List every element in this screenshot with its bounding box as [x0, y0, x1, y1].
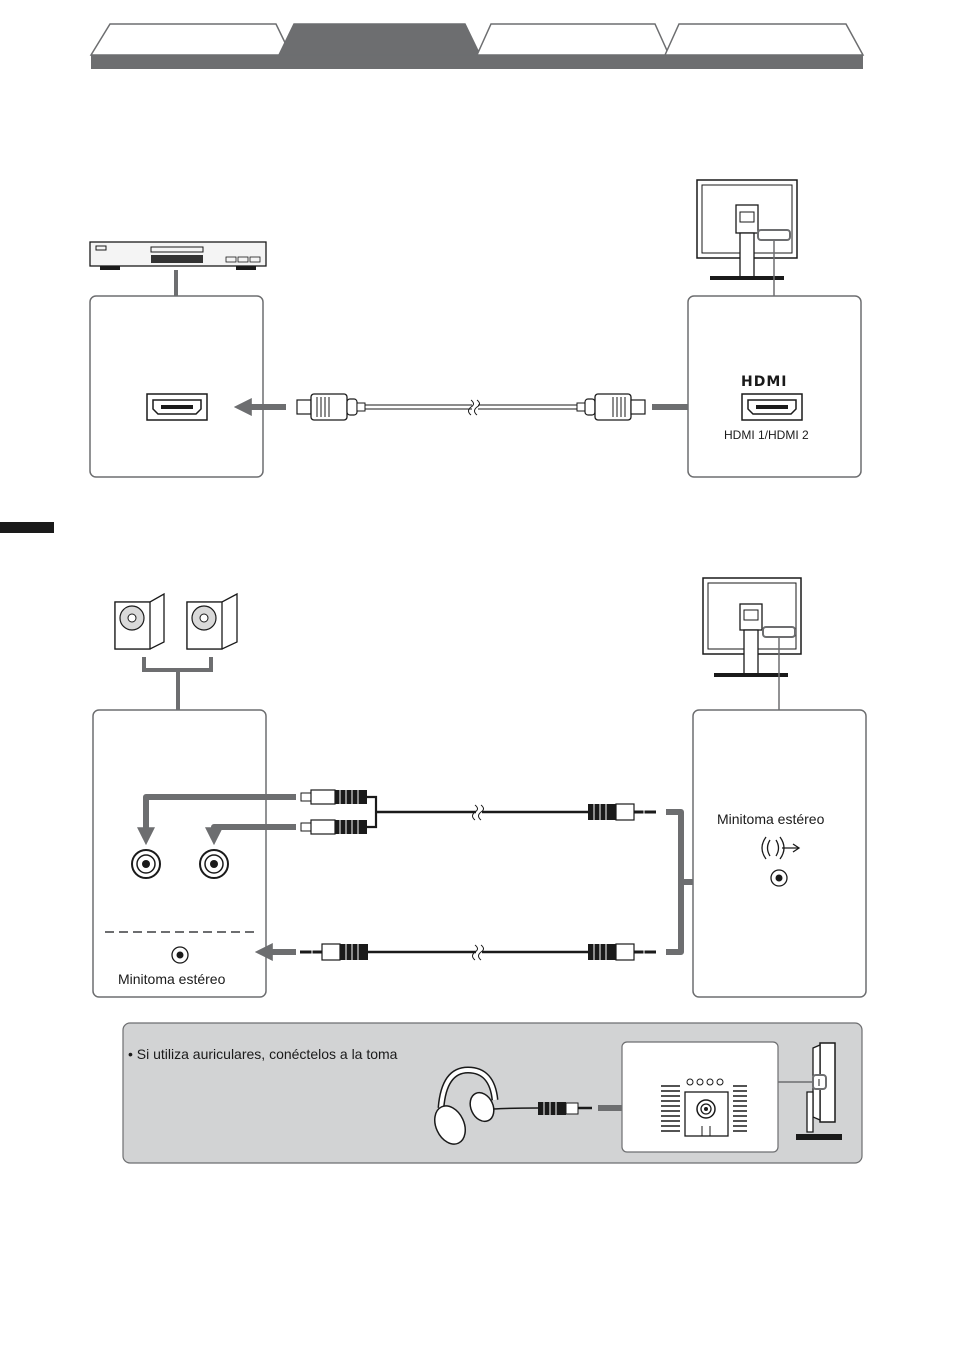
source-panel-hdmi	[89, 295, 264, 478]
hdmi-port-icon	[741, 393, 803, 421]
tab-4[interactable]	[663, 23, 865, 56]
audio-out-icon	[761, 836, 801, 860]
mini-jack-cable	[300, 943, 656, 961]
section-marker	[0, 522, 54, 533]
hdmi-cable	[296, 393, 646, 421]
tab-1[interactable]	[89, 23, 293, 56]
tab-3[interactable]	[475, 23, 671, 56]
mini-jack-label-monitor: Minitoma estéreo	[717, 811, 825, 827]
mini-jack-icon	[171, 946, 189, 964]
speaker-panel	[92, 709, 267, 998]
speaker-icon	[114, 592, 165, 650]
monitor-panel-hdmi	[687, 295, 862, 478]
hdmi-port-label: HDMI 1/HDMI 2	[724, 428, 809, 442]
rca-cable	[300, 789, 656, 835]
tab-2-active[interactable]	[277, 23, 482, 56]
tab-bar	[89, 23, 865, 69]
hdmi-logo: HDMI	[741, 374, 788, 390]
hdmi-port-icon	[146, 393, 208, 421]
arrow-to-rca-left	[137, 794, 296, 846]
monitor-icon	[696, 179, 798, 280]
speaker-icon	[186, 592, 238, 650]
mini-jack-plug-icon	[538, 1102, 592, 1115]
monitor-side-icon	[796, 1042, 842, 1140]
headphone-jack-icon	[661, 1078, 747, 1137]
mini-jack-icon	[770, 869, 788, 887]
headphones-note: • Si utiliza auriculares, conéctelos a l…	[128, 1046, 398, 1062]
headphones-icon	[434, 1066, 499, 1145]
mini-jack-label-speaker: Minitoma estéreo	[118, 971, 226, 987]
arrow-to-rca-right	[205, 824, 296, 846]
monitor-panel-audio	[692, 709, 867, 998]
dvd-player-icon	[89, 241, 267, 270]
rca-jack-icon	[131, 849, 161, 879]
rca-jack-icon	[199, 849, 229, 879]
monitor-icon	[702, 577, 802, 677]
